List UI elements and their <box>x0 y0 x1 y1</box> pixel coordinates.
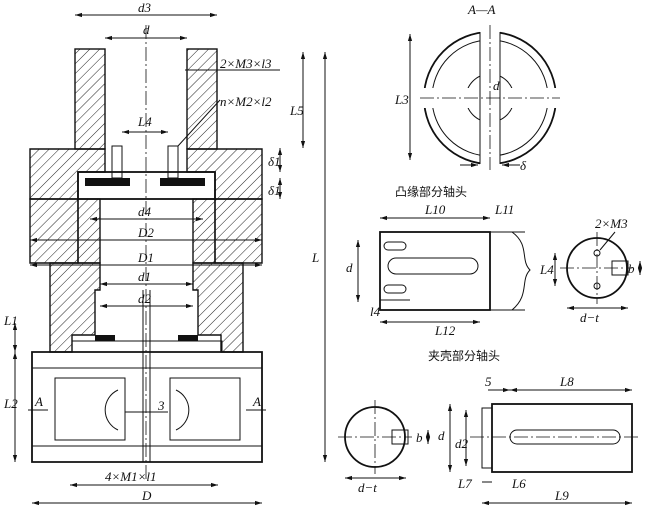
flange-plate-right <box>160 178 205 186</box>
flange-caption: 凸缘部分轴头 <box>395 184 467 199</box>
dim-L1: L1 <box>3 313 18 328</box>
dim-b-clamp: b <box>416 430 423 445</box>
lower-flange-left <box>29 198 79 264</box>
note-M1: 4×M1×l1 <box>105 469 157 484</box>
dim-L11: L11 <box>494 202 514 217</box>
dim-L10: L10 <box>424 202 446 217</box>
dim-L9: L9 <box>554 488 569 503</box>
section-title: A—A <box>467 2 496 17</box>
dim-L3: L3 <box>394 92 409 107</box>
upper-hub-right-wall <box>186 48 218 150</box>
main-section-view: A A d3 d L4 2×M3×l3 n×M2×l2 d4 D2 D1 d1 … <box>3 0 328 506</box>
dim-5: 5 <box>485 374 492 389</box>
note-M2: n×M2×l2 <box>220 94 272 109</box>
dim-D1: D1 <box>137 250 154 265</box>
bolt-left <box>111 145 123 179</box>
lower-flange-right <box>214 198 263 264</box>
dim-delta1-bottom: δ1 <box>268 183 281 198</box>
clamp-caption: 夹壳部分轴头 <box>428 348 500 363</box>
dim-L2: L2 <box>3 396 18 411</box>
dim-b-flange: b <box>628 261 635 276</box>
dim-delta: δ <box>520 158 527 173</box>
dim-d-flange: d <box>346 260 353 275</box>
upper-flange-left <box>29 148 106 200</box>
dim-L6: L6 <box>511 476 526 491</box>
upper-hub-left-wall <box>74 48 106 150</box>
dim-d1: d1 <box>138 269 151 284</box>
clamp-shell-outline <box>31 351 263 463</box>
dim-L: L <box>311 250 319 265</box>
base-ring-right <box>178 335 198 341</box>
dim-dt-clamp: d−t <box>358 480 377 495</box>
note-M3: 2×M3×l3 <box>220 56 272 71</box>
section-mark-right: A <box>252 394 261 409</box>
lower-sleeve-left <box>49 262 101 353</box>
flange-plate-left <box>85 178 130 186</box>
dim-d4: d4 <box>138 204 152 219</box>
clamp-shaft-body <box>491 403 633 473</box>
dim-L4-end: L4 <box>539 262 554 277</box>
upper-flange-right <box>186 148 263 200</box>
dim-d2-clamp: d2 <box>455 436 469 451</box>
dim-l4: l4 <box>370 304 381 319</box>
mid-hub-left-wall <box>77 198 101 264</box>
dim-d: d <box>143 22 150 37</box>
dim-L7: L7 <box>457 476 472 491</box>
flange-joint <box>77 171 216 200</box>
section-d: d <box>493 78 500 93</box>
clamp-shaft-end: 夹壳部分轴头 b d−t 5 L8 d d2 L7 L6 L9 <box>338 348 640 506</box>
dim-dt-flange: d−t <box>580 310 599 325</box>
dim-delta1-top: δ1 <box>268 154 281 169</box>
dim-L4-main: L4 <box>137 114 152 129</box>
flange-shaft-end: 凸缘部分轴头 L10 L11 d l4 L12 2×M3 L4 b d−t <box>346 184 643 338</box>
dim-D2: D2 <box>137 225 154 240</box>
dim-D: D <box>141 488 152 503</box>
mid-hub-right-wall <box>192 198 216 264</box>
dim-L8: L8 <box>559 374 574 389</box>
dim-d2: d2 <box>138 291 152 306</box>
dim-d3: d3 <box>138 0 152 15</box>
section-a-a: A—A d L3 δ <box>394 2 560 173</box>
dim-L5: L5 <box>289 103 304 118</box>
flange-shaft-body <box>379 231 491 311</box>
lower-sleeve-right <box>192 262 244 353</box>
section-mark-left: A <box>34 394 43 409</box>
dim-3: 3 <box>157 398 165 413</box>
dim-L12: L12 <box>434 323 456 338</box>
note-M3-holes: 2×M3 <box>595 216 628 231</box>
base-ring-left <box>95 335 115 341</box>
bolt-right <box>167 145 179 179</box>
dim-d-clamp: d <box>438 428 445 443</box>
